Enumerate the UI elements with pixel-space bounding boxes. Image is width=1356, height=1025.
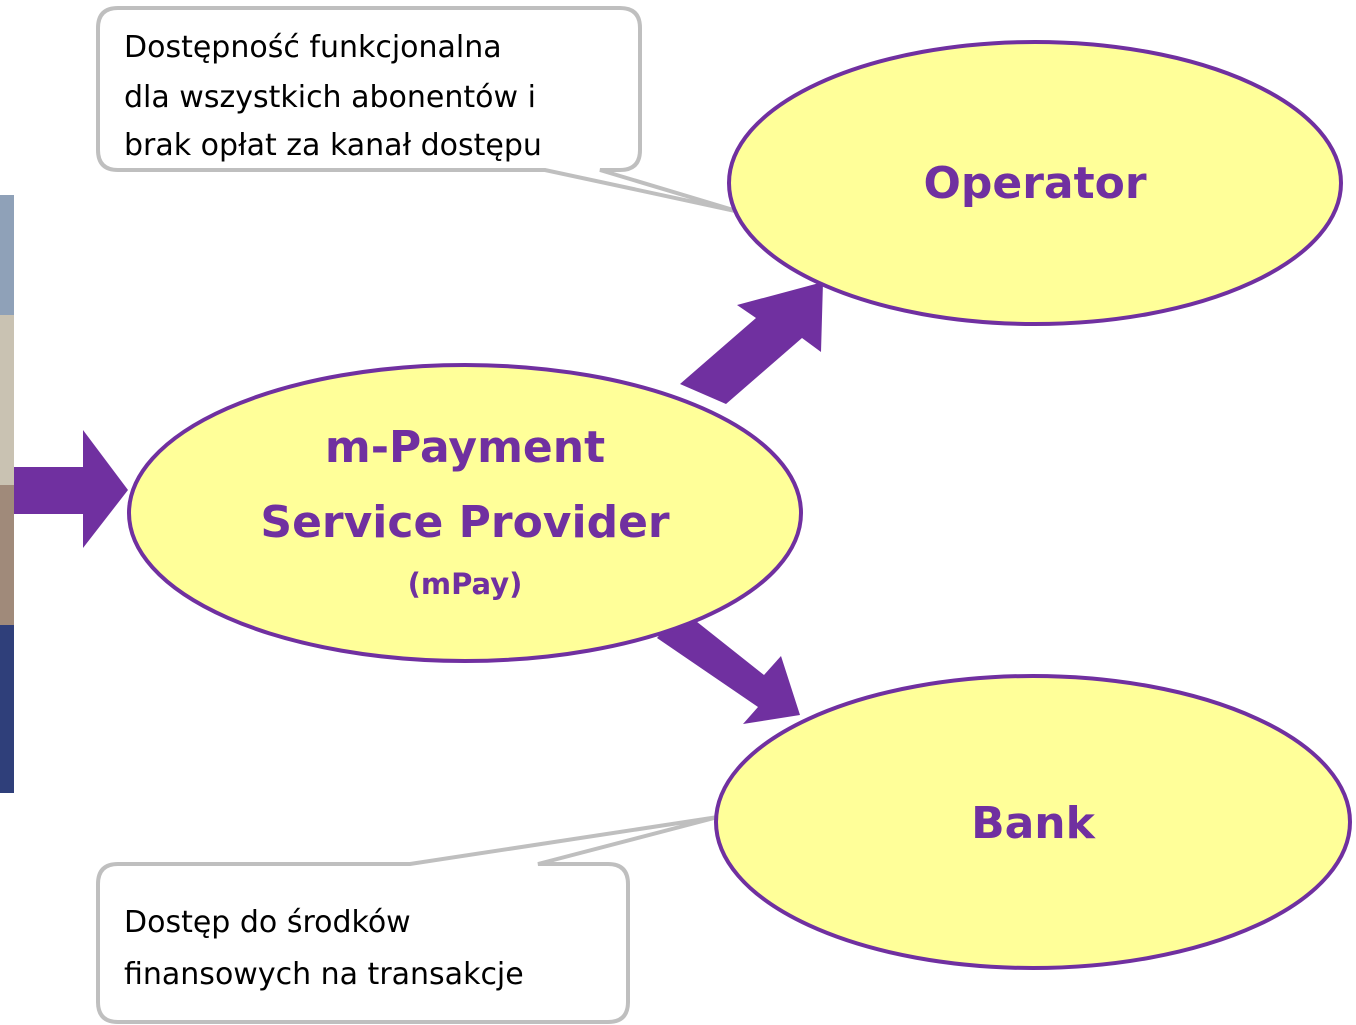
bank-label: Bank xyxy=(971,798,1097,849)
bank-ellipse xyxy=(714,674,1352,970)
arrow-mpay-to-operator xyxy=(680,282,823,404)
operator-callout-shape xyxy=(96,6,741,214)
operator-node: Operator xyxy=(727,40,1343,326)
arrow-mpay-to-bank xyxy=(657,610,800,724)
operator-callout-line3: brak opłat za kanał dostępu xyxy=(124,128,542,163)
bank-node: Bank xyxy=(714,674,1352,970)
mpay-label-line1: m-Payment xyxy=(325,422,605,473)
operator-ellipse xyxy=(727,40,1343,326)
bank-callout-line2: finansowych na transakcje xyxy=(124,957,524,992)
bank-callout-shape xyxy=(96,815,719,1024)
bank-callout: Dostęp do środków finansowych na transak… xyxy=(96,815,719,1024)
operator-callout: Dostępność funkcjonalna dla wszystkich a… xyxy=(96,6,741,214)
operator-callout-line1: Dostępność funkcjonalna xyxy=(124,30,502,65)
photo-strip-lower xyxy=(0,485,14,625)
mpay-node: m-Payment Service Provider (mPay) xyxy=(127,363,803,663)
mpay-label-line3: (mPay) xyxy=(408,567,523,601)
photo-strip-middle xyxy=(0,315,14,485)
operator-callout-line2: dla wszystkich abonentów i xyxy=(124,80,536,115)
photo-fragment xyxy=(0,195,14,793)
mpay-ellipse xyxy=(127,363,803,663)
mpay-label-line2: Service Provider xyxy=(260,497,670,548)
bank-callout-line1: Dostęp do środków xyxy=(124,905,411,940)
operator-label: Operator xyxy=(923,158,1146,209)
photo-strip-bottom xyxy=(0,625,14,793)
arrow-into-mpay xyxy=(14,430,128,548)
photo-strip-top xyxy=(0,195,14,315)
